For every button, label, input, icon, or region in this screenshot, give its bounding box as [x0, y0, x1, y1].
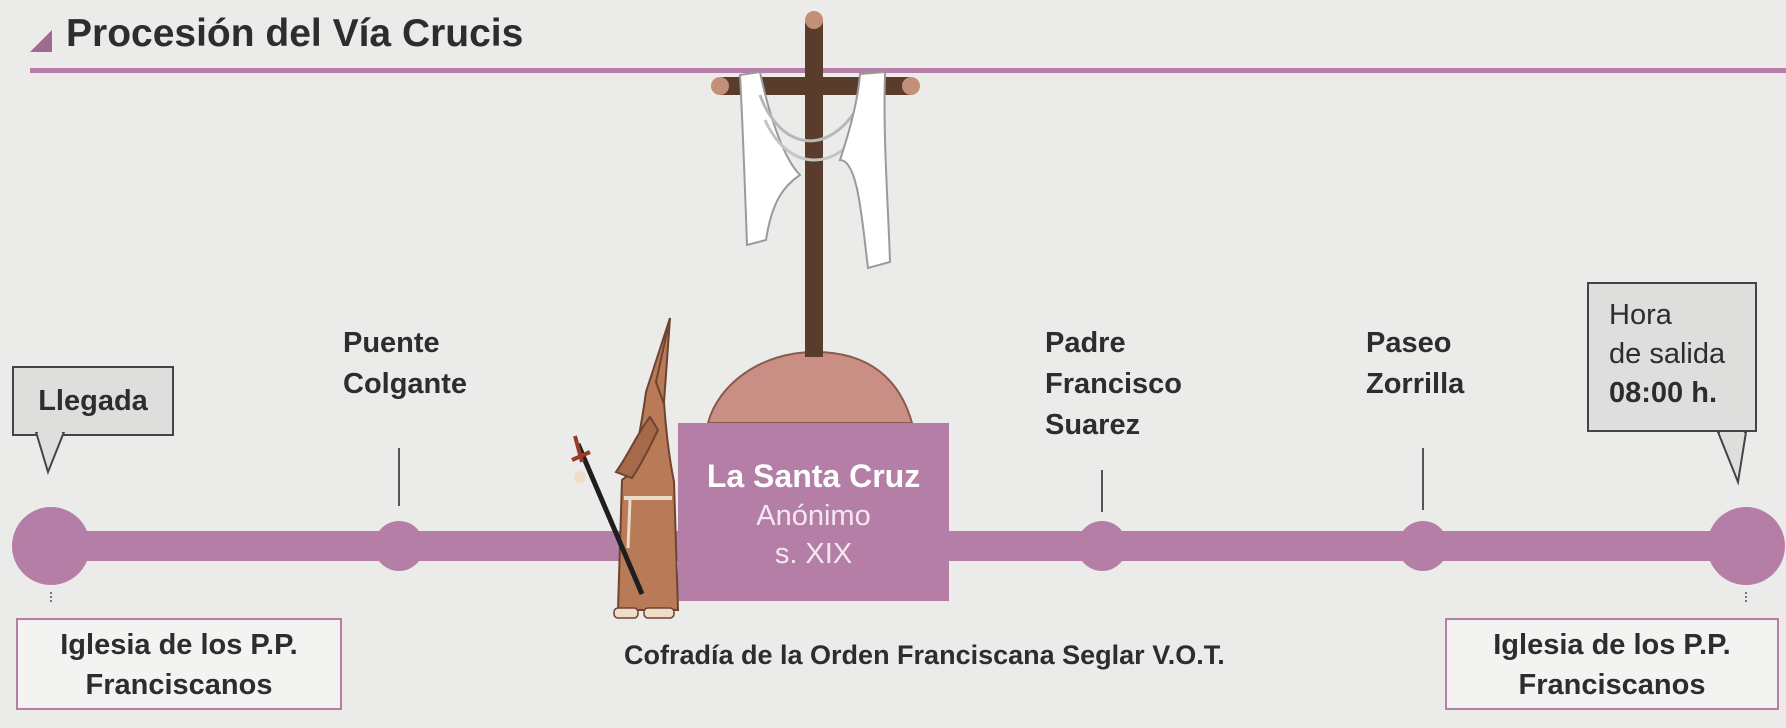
- paso-box: La Santa Cruz Anónimo s. XIX: [678, 423, 949, 601]
- stop-tick: [398, 448, 400, 506]
- departure-callout-line: Hora: [1609, 299, 1672, 331]
- stop-label-line: Colgante: [343, 368, 468, 400]
- church-line: Iglesia de los P.P.: [60, 629, 298, 661]
- connector-dots: [50, 592, 54, 602]
- cross-icon: [711, 11, 920, 357]
- start-callout: Llegada: [12, 366, 174, 436]
- route-node-start: [12, 507, 90, 585]
- cloth-icon: [738, 70, 892, 270]
- route-node-stop: [374, 521, 424, 571]
- paso-century: s. XIX: [774, 538, 853, 570]
- start-callout-label: Llegada: [38, 385, 148, 417]
- mound: [706, 350, 914, 424]
- departure-callout-tail: [1716, 432, 1748, 486]
- stop-label-line: Zorrilla: [1366, 368, 1465, 400]
- cross-illustration: [706, 11, 920, 424]
- church-line: Iglesia de los P.P.: [1493, 629, 1731, 661]
- paso-name: La Santa Cruz: [706, 458, 921, 494]
- stop-label-line: Suarez: [1045, 409, 1141, 441]
- stop-label-line: Padre: [1045, 327, 1126, 359]
- departure-callout-line: de salida: [1609, 338, 1726, 370]
- title-triangle-icon: [30, 30, 52, 52]
- route-node-end: [1707, 507, 1785, 585]
- stop-label-line: Puente: [343, 327, 440, 359]
- departure-callout: Hora de salida 08:00 h.: [1587, 282, 1757, 432]
- stop-tick: [1101, 470, 1103, 512]
- start-church-box: Iglesia de los P.P. Franciscanos: [16, 618, 342, 710]
- page-title: Procesión del Vía Crucis: [66, 12, 524, 55]
- paso-author: Anónimo: [756, 500, 871, 532]
- stop-label-puente-colgante: Puente Colgante: [343, 323, 467, 405]
- stop-label-line: Paseo: [1366, 327, 1452, 359]
- stop-label-paseo-zorrilla: Paseo Zorrilla: [1366, 323, 1464, 405]
- route-node-stop: [1398, 521, 1448, 571]
- stop-label-padre-francisco-suarez: Padre Francisco Suarez: [1045, 323, 1182, 446]
- connector-dots: [1745, 592, 1749, 602]
- nazareno-icon: [571, 317, 680, 619]
- route-node-stop: [1077, 521, 1127, 571]
- departure-time: 08:00 h.: [1609, 377, 1717, 409]
- title-divider: [30, 68, 1786, 73]
- start-callout-tail: [34, 432, 66, 476]
- stop-label-line: Francisco: [1045, 368, 1182, 400]
- stop-tick: [1422, 448, 1424, 510]
- church-line: Franciscanos: [85, 669, 273, 701]
- church-line: Franciscanos: [1518, 669, 1706, 701]
- brotherhood-label: Cofradía de la Orden Franciscana Seglar …: [624, 640, 1225, 670]
- end-church-box: Iglesia de los P.P. Franciscanos: [1445, 618, 1779, 710]
